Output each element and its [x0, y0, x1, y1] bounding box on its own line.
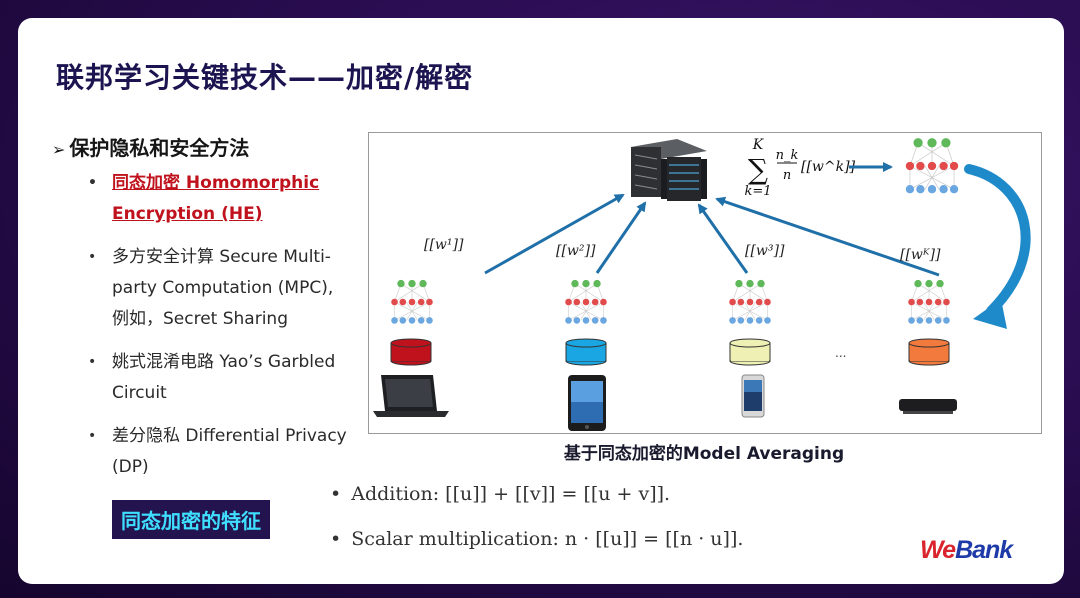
- list-item: • 多方安全计算 Secure Multi-party Computation (…: [88, 242, 348, 335]
- model-averaging-diagram: K ∑ k=1 n_k n [[w^k]] [[w¹]] [[w²]] [[w³…: [368, 132, 1042, 434]
- slide-title: 联邦学习关键技术——加密/解密: [56, 61, 474, 94]
- bullet-dot-icon: •: [88, 175, 97, 191]
- client-label: [[w²]]: [556, 243, 596, 259]
- arrow-bullet-icon: ➢: [52, 140, 66, 159]
- webank-logo: WeBank: [920, 536, 1013, 565]
- phone-icon: [741, 374, 765, 418]
- database-icon: [908, 338, 950, 366]
- he-features-label: 同态加密的特征: [112, 500, 270, 539]
- bullet-dot-icon: •: [88, 354, 97, 370]
- tablet-icon: [568, 375, 606, 431]
- database-icon: [729, 338, 771, 366]
- bullet-dot-icon: •: [88, 428, 97, 444]
- local-model-network-icon: [728, 279, 772, 325]
- fraction-numerator: n_k: [776, 148, 799, 163]
- formula-addition-text: Addition: [[u]] + [[v]] = [[u + v]].: [351, 483, 671, 505]
- bullet-dot-icon: •: [330, 483, 342, 505]
- formula-addition: • Addition: [[u]] + [[v]] = [[u + v]].: [330, 483, 670, 505]
- section-heading: ➢保护隐私和安全方法: [52, 132, 249, 161]
- bullet-dot-icon: •: [330, 528, 342, 550]
- figure-caption: 基于同态加密的Model Averaging: [563, 444, 845, 464]
- list-item: • 差分隐私 Differential Privacy (DP): [88, 421, 348, 483]
- local-model-network-icon: [564, 279, 608, 325]
- local-model-network-icon: [390, 279, 434, 325]
- sum-term: [[w^k]]: [801, 159, 856, 175]
- list-item: • 姚式混淆电路 Yao’s Garbled Circuit: [88, 347, 348, 409]
- database-icon: [390, 338, 432, 366]
- database-icon: [565, 338, 607, 366]
- client-label: [[w³]]: [745, 243, 785, 259]
- formula-scalar-text: Scalar multiplication: n · [[u]] = [[n ·…: [351, 528, 744, 550]
- logo-part2: Bank: [955, 536, 1013, 564]
- list-item-text: 差分隐私 Differential Privacy (DP): [112, 426, 347, 477]
- list-item-text: 多方安全计算 Secure Multi-party Computation (M…: [112, 247, 334, 329]
- global-model-network-icon: [905, 137, 959, 194]
- methods-list: • 同态加密 Homomorphic Encryption (HE) • 多方安全计…: [88, 168, 348, 495]
- list-item-text: 姚式混淆电路 Yao’s Garbled Circuit: [112, 352, 336, 403]
- server-rack-icon: [631, 139, 707, 201]
- local-model-network-icon: [907, 279, 951, 325]
- sum-lower-limit: k=1: [744, 184, 771, 199]
- logo-part1: We: [920, 536, 956, 564]
- set-top-box-icon: [899, 399, 957, 414]
- section-heading-text: 保护隐私和安全方法: [69, 136, 250, 160]
- list-item: • 同态加密 Homomorphic Encryption (HE): [88, 168, 348, 230]
- bullet-dot-icon: •: [88, 249, 97, 265]
- laptop-icon: [373, 375, 449, 417]
- sum-upper-limit: K: [752, 137, 765, 153]
- ellipsis: ...: [835, 346, 846, 360]
- list-item-text: 同态加密 Homomorphic Encryption (HE): [112, 173, 320, 224]
- sum-sigma-icon: ∑: [748, 153, 768, 186]
- databases: [390, 338, 950, 366]
- client-label: [[w¹]]: [424, 237, 464, 253]
- client-label: [[wᴷ]]: [900, 247, 941, 263]
- formula-scalar: • Scalar multiplication: n · [[u]] = [[n …: [330, 528, 743, 550]
- slide: 联邦学习关键技术——加密/解密 ➢保护隐私和安全方法 • 同态加密 Homomor…: [18, 18, 1064, 584]
- fraction-denominator: n: [783, 168, 791, 183]
